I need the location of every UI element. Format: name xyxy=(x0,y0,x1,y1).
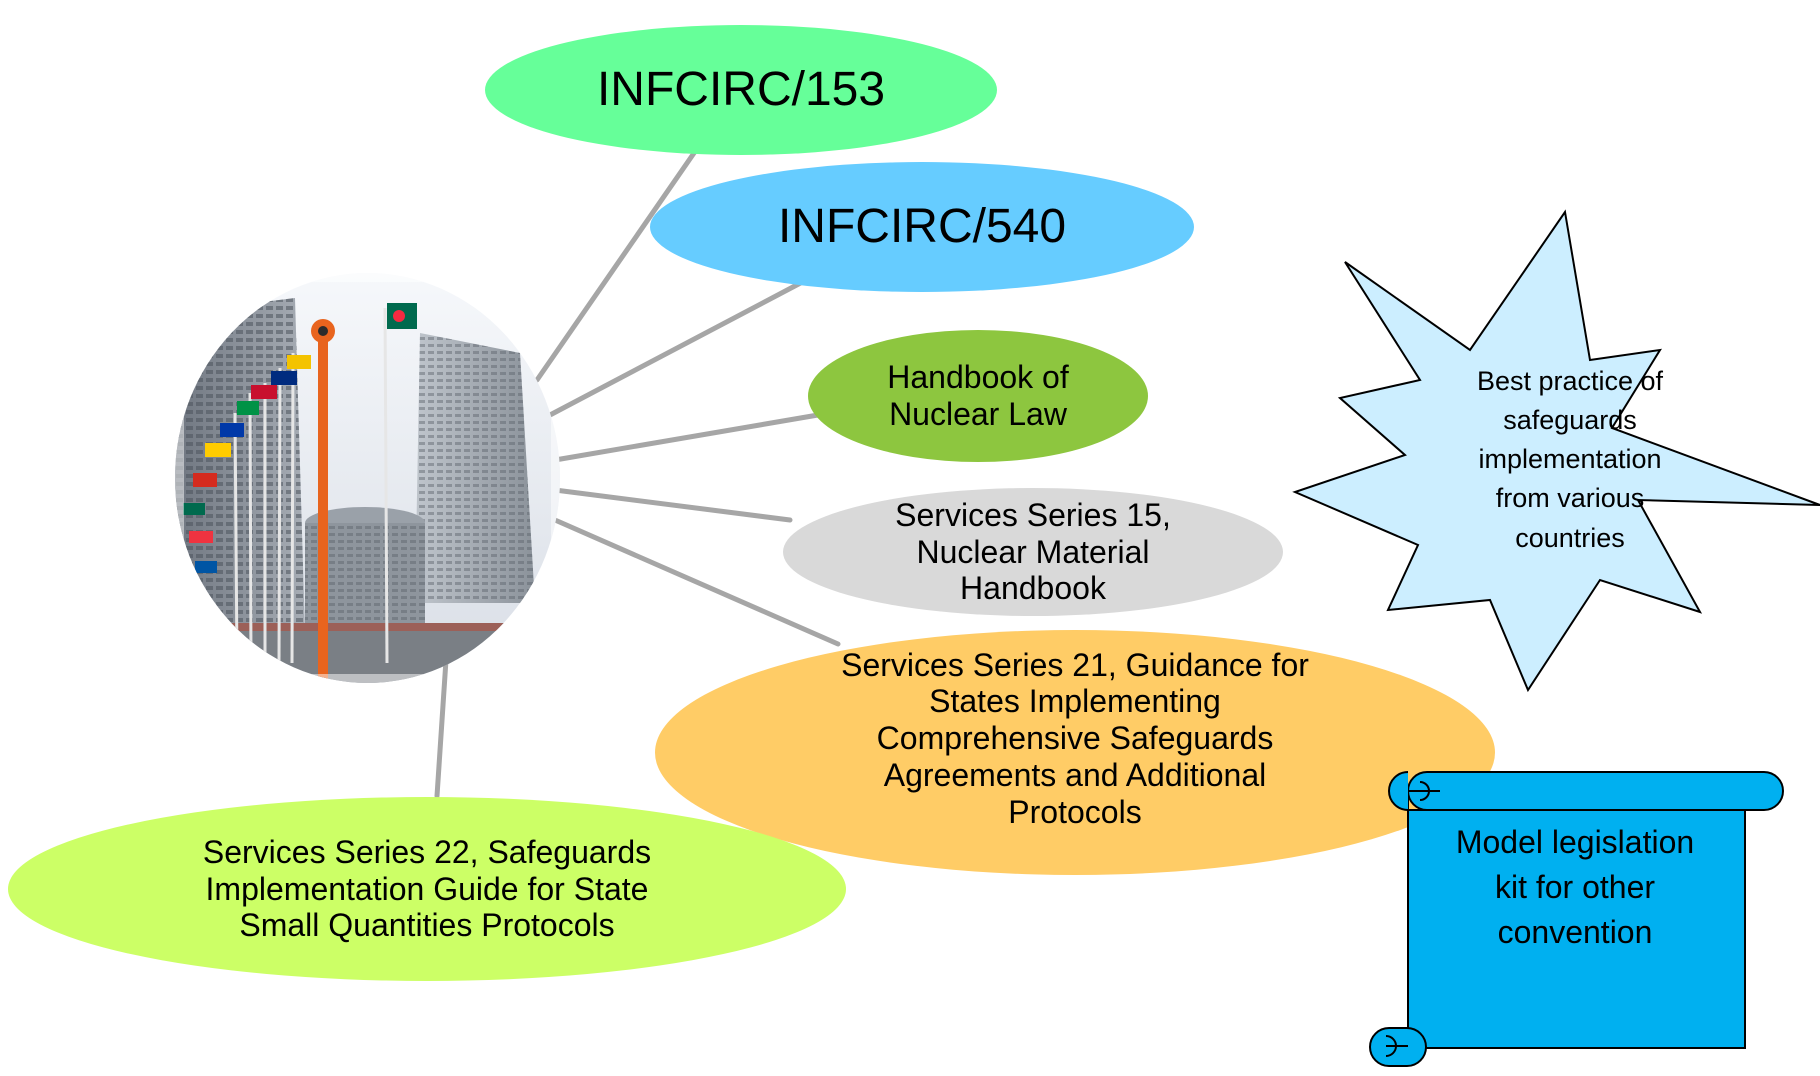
services-series-21-label: Services Series 21, Guidance for States … xyxy=(841,646,1309,830)
connector-infcirc540 xyxy=(547,275,813,418)
services-series-21-node: Services Series 21, Guidance for States … xyxy=(655,630,1495,875)
services-series-22-node: Services Series 22, Safeguards Implement… xyxy=(8,797,846,981)
infcirc-153-label: INFCIRC/153 xyxy=(596,63,886,117)
connector-ss21 xyxy=(552,517,841,647)
handbook-nuclear-law-label: Handbook of Nuclear Law xyxy=(887,359,1069,432)
services-series-15-label: Services Series 15, Nuclear Material Han… xyxy=(895,496,1171,607)
infcirc-540-label: INFCIRC/540 xyxy=(777,200,1067,254)
connector-ss15 xyxy=(552,487,793,523)
best-practice-label: Best practice of safeguards implementati… xyxy=(1476,366,1664,553)
services-series-22-label: Services Series 22, Safeguards Implement… xyxy=(202,833,652,944)
services-series-15-node: Services Series 15, Nuclear Material Han… xyxy=(783,488,1283,616)
handbook-nuclear-law-node: Handbook of Nuclear Law xyxy=(808,330,1148,462)
iaea-headquarters-photo xyxy=(175,273,560,683)
connector-ss22 xyxy=(434,657,449,799)
connector-infcirc153 xyxy=(534,137,706,383)
connector-handbook xyxy=(552,412,821,463)
infcirc-153-node: INFCIRC/153 xyxy=(485,25,997,155)
model-legislation-label: Model legislation kit for other conventi… xyxy=(1455,824,1695,950)
infcirc-540-node: INFCIRC/540 xyxy=(650,162,1194,292)
photo-illustration xyxy=(175,273,560,683)
